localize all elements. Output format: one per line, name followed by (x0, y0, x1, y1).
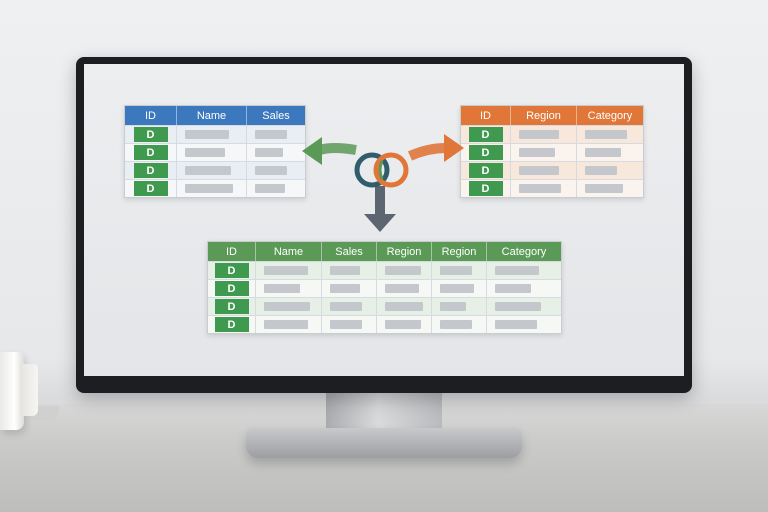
cell-placeholder-bar (330, 284, 360, 293)
column-header: Sales (262, 109, 290, 122)
column-header: Category (587, 109, 633, 122)
cell-placeholder-bar (185, 184, 233, 193)
cell-placeholder-bar (440, 266, 472, 275)
column-header: Region (377, 242, 432, 261)
monitor-stand-base (246, 428, 522, 458)
column-header: Name (256, 242, 322, 261)
table-row: D (461, 143, 643, 161)
left-table: ID Name Sales D D D D (124, 105, 306, 198)
join-diagram (302, 134, 464, 232)
right-table: ID Region Category D D D D (460, 105, 644, 198)
arrow-left-icon (302, 137, 357, 165)
table-row: D (461, 125, 643, 143)
table-row: D (208, 315, 561, 333)
cell-placeholder-bar (330, 320, 362, 329)
table-row: D (461, 179, 643, 197)
id-badge: D (214, 317, 249, 332)
column-header: Sales (322, 242, 377, 261)
id-badge: D (468, 163, 503, 178)
cell-placeholder-bar (585, 148, 621, 157)
cell-placeholder-bar (519, 148, 555, 157)
id-badge: D (468, 127, 503, 142)
column-header: Region (432, 242, 487, 261)
cell-placeholder-bar (185, 130, 229, 139)
table-row: D (125, 143, 305, 161)
id-badge: D (468, 181, 503, 196)
cell-placeholder-bar (185, 148, 225, 157)
column-header: Category (501, 245, 547, 258)
cell-placeholder-bar (255, 148, 283, 157)
join-rings-icon (354, 152, 409, 188)
cell-placeholder-bar (330, 302, 362, 311)
id-badge: D (133, 145, 168, 160)
column-header: ID (125, 106, 177, 125)
cell-placeholder-bar (330, 266, 360, 275)
cell-placeholder-bar (519, 184, 561, 193)
table-row: D (461, 161, 643, 179)
id-badge: D (133, 127, 168, 142)
mug-secondary (20, 364, 38, 416)
cell-placeholder-bar (385, 266, 421, 275)
cell-placeholder-bar (495, 302, 541, 311)
cell-placeholder-bar (585, 130, 627, 139)
cell-placeholder-bar (495, 266, 539, 275)
cell-placeholder-bar (519, 130, 559, 139)
cell-placeholder-bar (440, 302, 466, 311)
table-row: D (125, 161, 305, 179)
id-badge: D (133, 163, 168, 178)
cell-placeholder-bar (385, 284, 419, 293)
table-row: D (208, 279, 561, 297)
column-header: Name (177, 106, 247, 125)
cell-placeholder-bar (495, 284, 531, 293)
column-header: Region (511, 106, 577, 125)
cell-placeholder-bar (519, 166, 559, 175)
cell-placeholder-bar (255, 130, 287, 139)
cell-placeholder-bar (255, 166, 287, 175)
id-badge: D (214, 299, 249, 314)
table-row: D (208, 261, 561, 279)
id-badge: D (214, 281, 249, 296)
cell-placeholder-bar (264, 302, 310, 311)
arrow-right-icon (407, 134, 464, 162)
cell-placeholder-bar (264, 284, 300, 293)
cell-placeholder-bar (264, 320, 308, 329)
cell-placeholder-bar (385, 320, 421, 329)
cell-placeholder-bar (440, 284, 474, 293)
arrow-down-icon (364, 186, 396, 232)
column-header: ID (461, 106, 511, 125)
cell-placeholder-bar (585, 166, 617, 175)
monitor-stand-neck (326, 388, 442, 434)
cell-placeholder-bar (495, 320, 537, 329)
column-header: ID (208, 242, 256, 261)
monitor-screen: ID Name Sales D D D D (84, 64, 684, 376)
id-badge: D (214, 263, 249, 278)
cell-placeholder-bar (255, 184, 285, 193)
table-row: D (208, 297, 561, 315)
table-row: D (125, 125, 305, 143)
cell-placeholder-bar (185, 166, 231, 175)
result-table-header: ID Name Sales Region Region Category (208, 242, 561, 261)
table-row: D (125, 179, 305, 197)
cell-placeholder-bar (385, 302, 423, 311)
id-badge: D (468, 145, 503, 160)
right-table-header: ID Region Category (461, 106, 643, 125)
cell-placeholder-bar (440, 320, 472, 329)
left-table-header: ID Name Sales (125, 106, 305, 125)
result-table: ID Name Sales Region Region Category D D (207, 241, 562, 334)
id-badge: D (133, 181, 168, 196)
cell-placeholder-bar (264, 266, 308, 275)
cell-placeholder-bar (585, 184, 623, 193)
